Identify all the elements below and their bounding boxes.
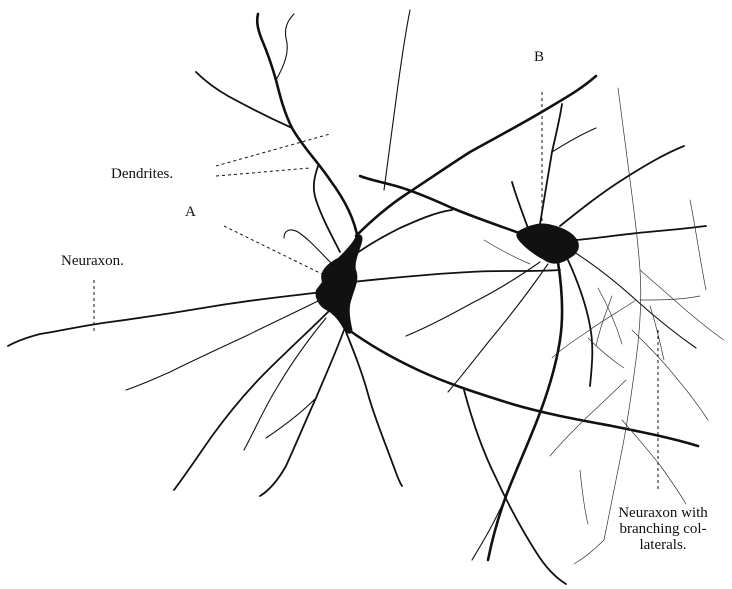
neuron-b-cell-body (516, 223, 579, 263)
label-collaterals-line-2: branching col- (598, 521, 728, 537)
leader-dendrites-1 (216, 134, 330, 166)
dendrite-b-lower-left2 (448, 264, 548, 392)
neuraxon-collaterals (484, 88, 724, 564)
dendrite-a-right-long (352, 270, 560, 282)
dendrite-b-down (488, 262, 562, 560)
neuraxon-a (8, 292, 322, 346)
dendrite-b-right (576, 226, 706, 240)
dendrite-a-lower-left2 (126, 300, 320, 390)
dendrite-upper-right (384, 10, 410, 190)
dendrite-a-to-b (356, 76, 596, 236)
dendrite-a-lower-right (346, 332, 402, 486)
dendrite-b-upright (560, 146, 684, 226)
dendrite-a-lower-branch2 (266, 398, 316, 438)
dendrite-a-upper-branch2 (276, 14, 294, 80)
dendrite-a-upper-left2 (314, 166, 340, 252)
label-a: A (185, 204, 196, 221)
dendrite-a-upper-branch (196, 72, 292, 128)
dendrite-b-branch (552, 128, 596, 152)
dendrite-b-down2 (568, 260, 592, 386)
dendrite-a-to-right (346, 328, 698, 446)
label-neuraxon: Neuraxon. (61, 253, 124, 270)
leader-a (224, 226, 322, 274)
label-collaterals-line-1: Neuraxon with (598, 505, 728, 521)
leader-dendrites-2 (216, 168, 310, 176)
dendrite-a-upper (257, 14, 358, 240)
dendrite-a-lower-branch (244, 318, 326, 450)
dendrite-a-lower (260, 330, 344, 496)
label-b: B (534, 49, 544, 66)
dendrite-b-upper-left (512, 182, 528, 228)
label-neuraxon-with-collaterals: Neuraxon with branching col- laterals. (598, 505, 728, 553)
dendrite-b-up (540, 104, 562, 224)
dendrite-a-lower-left (174, 310, 330, 490)
dendrite-lower-long (464, 390, 566, 584)
label-dendrites: Dendrites. (111, 166, 173, 183)
label-collaterals-line-3: laterals. (598, 537, 728, 553)
dendrite-b-lower-left (406, 262, 540, 336)
dendrite-b-lower-right (574, 252, 696, 348)
